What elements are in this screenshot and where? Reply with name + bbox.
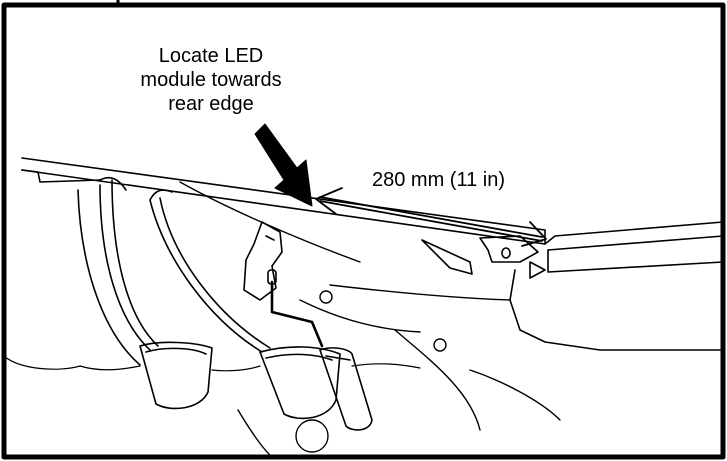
callout-line: rear edge [168, 93, 254, 115]
brake-pedal-pad [139, 341, 213, 410]
arrow-down-right-icon [254, 123, 313, 207]
callout-line: module towards [140, 69, 282, 91]
callout-line: Locate LED [158, 45, 264, 67]
led-wire [270, 280, 324, 348]
mounting-bracket [421, 235, 724, 351]
accelerator-pedal [319, 347, 373, 431]
dash-panel-edge [21, 157, 724, 273]
led-module [243, 221, 283, 301]
dimension-label: 280 mm (11 in) [372, 169, 506, 191]
floor-lines [3, 355, 421, 372]
callout-label: Locate LED module towards rear edge [96, 44, 326, 116]
pedal-arms [77, 176, 271, 366]
clutch-pedal-pad [259, 346, 341, 420]
dimension-arrow [315, 187, 547, 247]
